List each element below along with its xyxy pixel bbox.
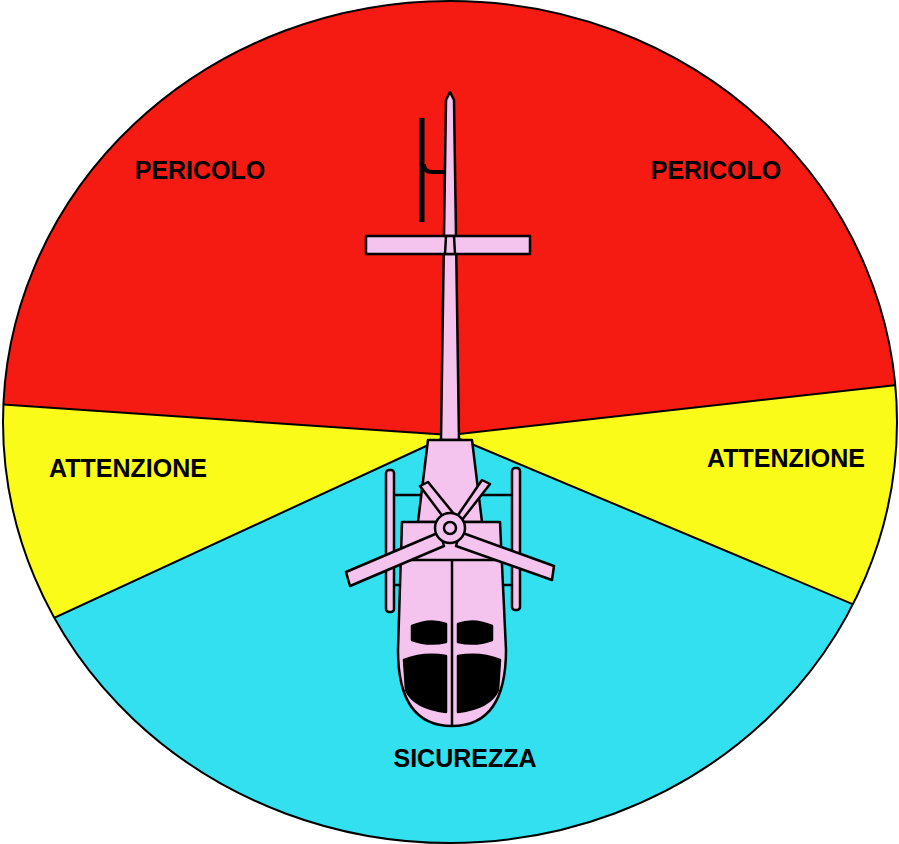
danger-label: PERICOLO	[135, 156, 266, 185]
danger-label: PERICOLO	[651, 156, 782, 185]
safety-label: SICUREZZA	[393, 744, 536, 773]
caution-sector-right	[450, 379, 899, 645]
caution-label: ATTENZIONE	[49, 454, 207, 483]
caution-label: ATTENZIONE	[707, 444, 865, 473]
helicopter	[346, 92, 554, 726]
caution-sector-left	[0, 401, 450, 666]
